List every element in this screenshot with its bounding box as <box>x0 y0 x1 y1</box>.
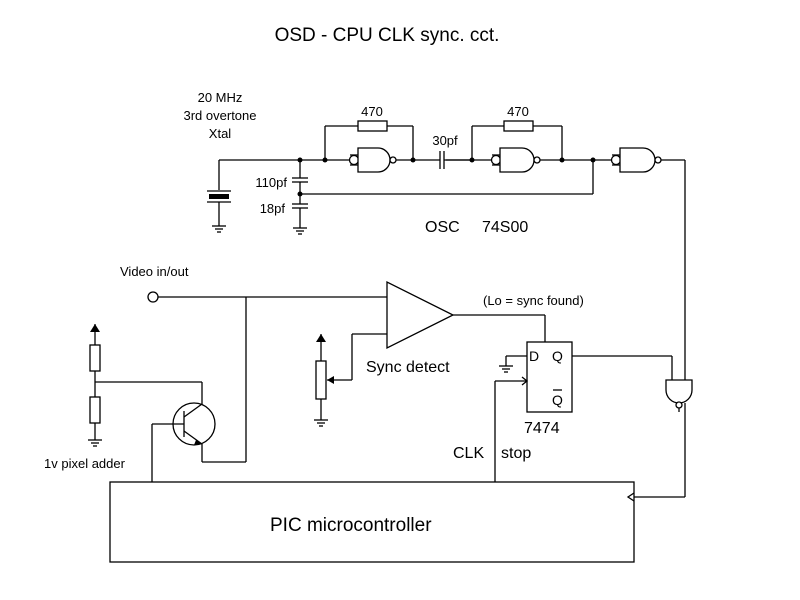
ff-d-label: D <box>529 348 539 364</box>
potentiometer[interactable] <box>315 334 334 420</box>
junction-dots <box>297 157 596 197</box>
osc-chip-label: 74S00 <box>482 219 528 236</box>
nand-gate-buffer <box>610 147 662 173</box>
resistor-470-1-label: 470 <box>361 104 383 119</box>
capacitor-110pf-label: 110pf <box>255 175 287 190</box>
video-wiring <box>158 296 387 463</box>
ff-wiring <box>494 355 673 482</box>
nand-gate-2 <box>490 147 541 173</box>
pic-microcontroller <box>109 481 635 563</box>
crystal-label-line3: Xtal <box>209 126 232 141</box>
pnp-transistor <box>151 402 216 482</box>
ff-q-label: Q <box>552 348 563 364</box>
video-label: Video in/out <box>120 264 189 279</box>
sync-detect-label: Sync detect <box>366 359 450 376</box>
crystal-label-line1: 20 MHz <box>198 90 243 105</box>
clock-stop-gate <box>665 379 693 412</box>
crystal <box>207 160 231 233</box>
pic-clock-input-mark <box>626 492 635 502</box>
crystal-label-line2: 3rd overtone <box>184 108 257 123</box>
nand-gate-1 <box>348 147 397 173</box>
resistor-470-2 <box>503 120 534 132</box>
diagram-title: OSD - CPU CLK sync. cct. <box>275 25 500 46</box>
capacitor-30pf-label: 30pf <box>432 133 458 148</box>
video-terminal[interactable] <box>147 291 159 303</box>
capacitor-30pf <box>439 151 445 169</box>
flip-flop-7474 <box>526 341 573 413</box>
ground-symbol-pot <box>314 419 328 427</box>
stop-label: stop <box>501 445 531 462</box>
sync-detect-comparator <box>327 280 546 381</box>
pic-microcontroller-label: PIC microcontroller <box>270 515 432 536</box>
sync-note: (Lo = sync found) <box>483 293 584 308</box>
capacitor-110pf <box>292 177 308 183</box>
clk-label: CLK <box>453 445 484 462</box>
resistor-470-2-label: 470 <box>507 104 529 119</box>
osc-label: OSC <box>425 219 460 236</box>
oscillator-wiring <box>219 125 686 498</box>
pixel-adder-divider <box>88 324 203 447</box>
ground-symbol-osc <box>293 227 307 235</box>
ff-qbar-label: Q <box>552 392 563 408</box>
capacitor-18pf <box>292 203 308 209</box>
capacitor-18pf-label: 18pf <box>260 201 286 216</box>
resistor-470-1 <box>357 120 388 132</box>
pixel-adder-label: 1v pixel adder <box>44 456 126 471</box>
ff-chip-label: 7474 <box>524 420 560 437</box>
